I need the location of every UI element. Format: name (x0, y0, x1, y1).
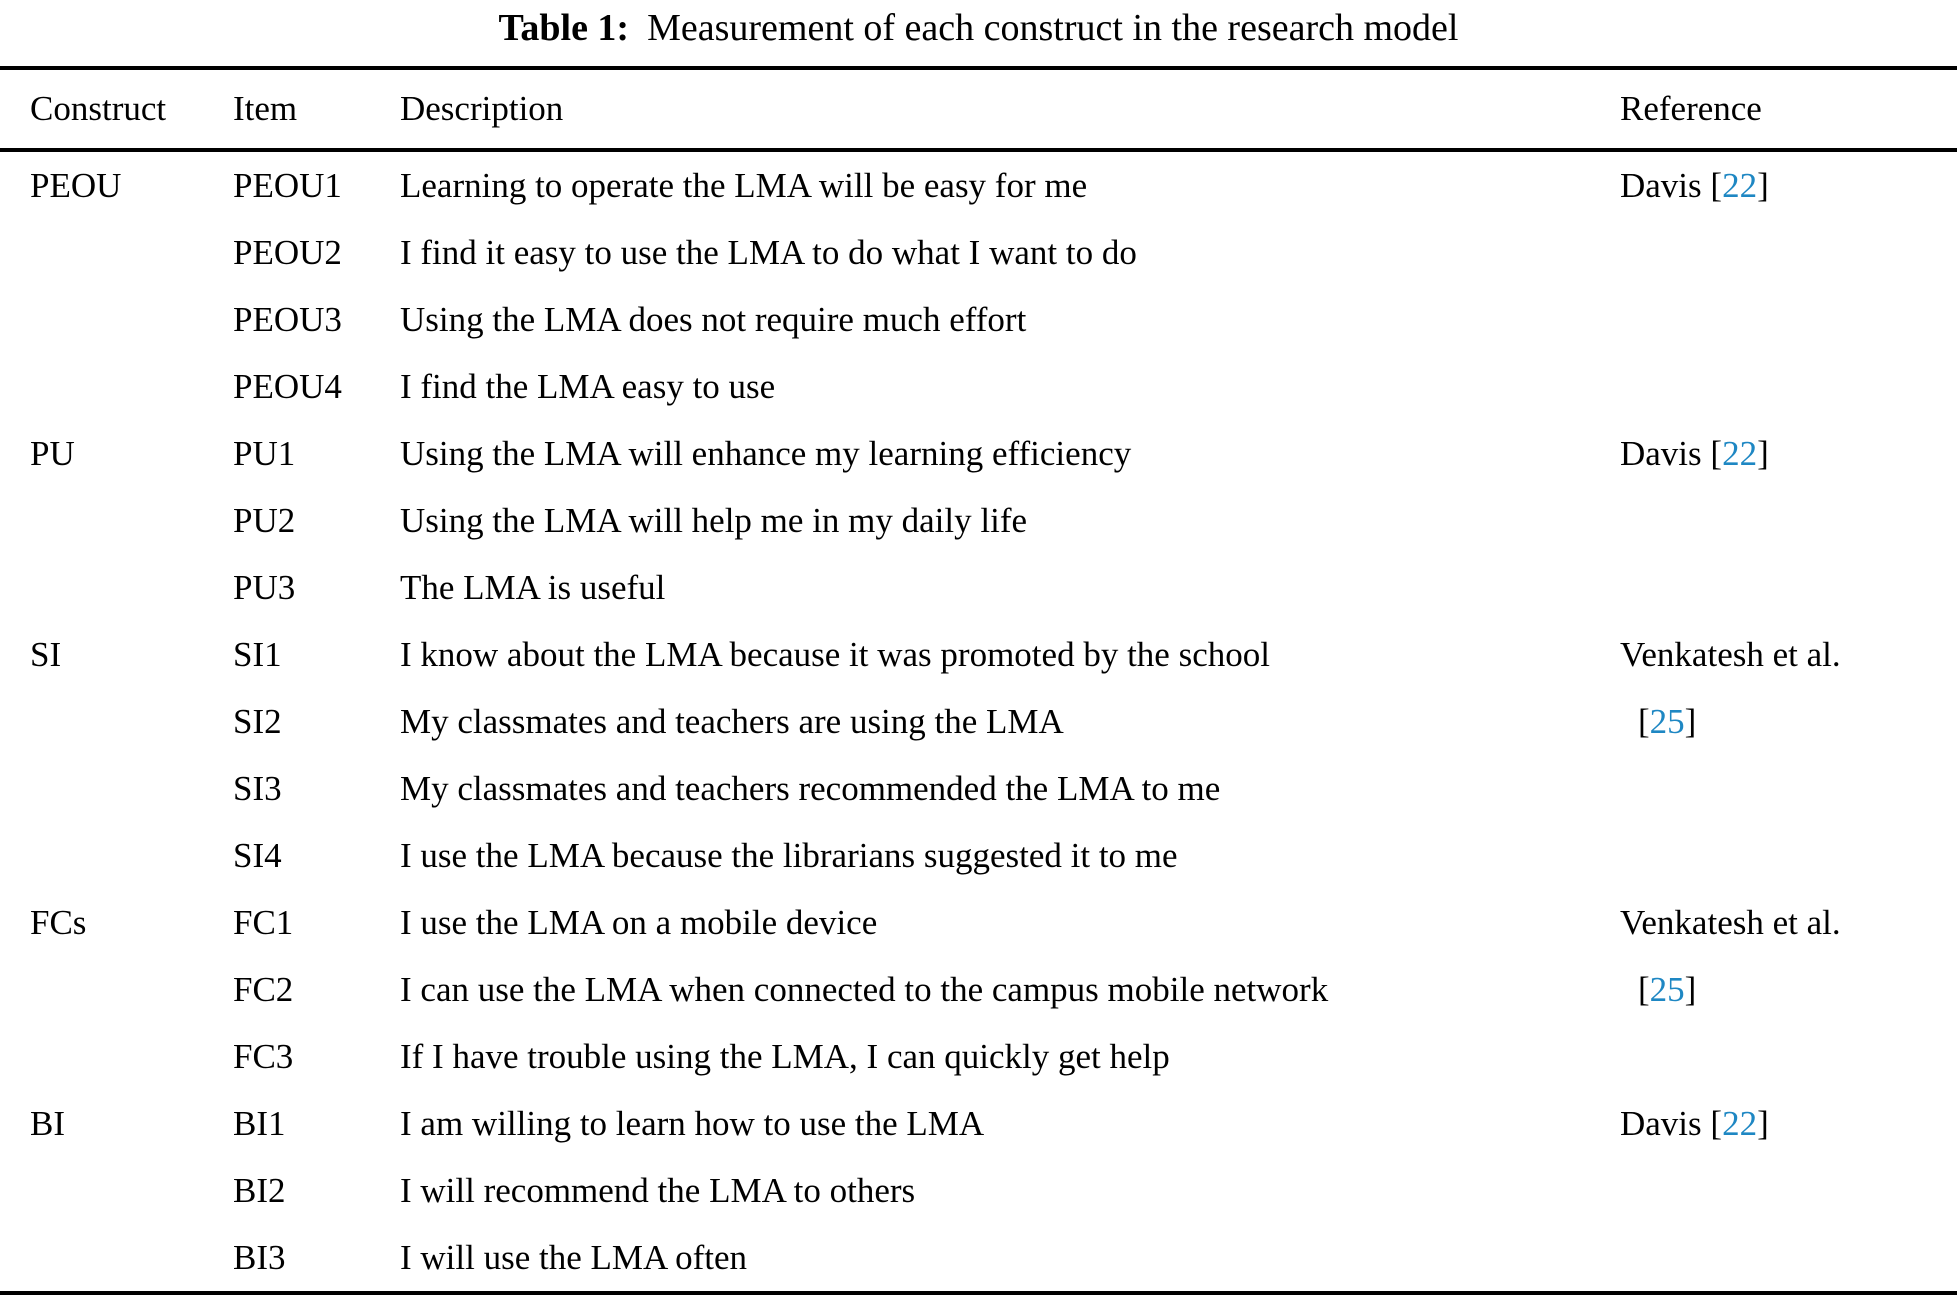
item-cell: PU1 (233, 434, 296, 473)
reference-cell: Venkatesh et al. [25] (1620, 621, 1957, 889)
item-cell: PU3 (233, 568, 296, 607)
citation-link[interactable]: 25 (1649, 970, 1685, 1009)
item-cell: PEOU4 (233, 367, 342, 406)
description-cell: I find the LMA easy to use (400, 367, 776, 406)
reference-cell: Davis [22] (1620, 1090, 1957, 1293)
header-item: Item (233, 68, 400, 152)
table-row: BI3 I will use the LMA often (0, 1224, 1957, 1293)
item-cell: BI3 (233, 1238, 286, 1277)
item-cell: SI3 (233, 769, 282, 808)
table-row: PU2 Using the LMA will help me in my dail… (0, 487, 1957, 554)
table-row: BI BI1 I am willing to learn how to use th… (0, 1090, 1957, 1157)
table-row: PEOU2 I find it easy to use the LMA to do… (0, 219, 1957, 286)
description-cell: The LMA is useful (400, 568, 666, 607)
reference-author: Venkatesh et al. (1620, 635, 1841, 674)
description-cell: Using the LMA will enhance my learning e… (400, 434, 1132, 473)
item-cell: BI2 (233, 1171, 286, 1210)
description-cell: Using the LMA does not require much effo… (400, 300, 1027, 339)
table-row: SI2 My classmates and teachers are using … (0, 688, 1957, 755)
reference-cell: Davis [22] (1620, 420, 1957, 621)
construct-cell: FCs (30, 903, 87, 942)
citation-bracket: [22] (1710, 1104, 1769, 1143)
description-cell: I use the LMA on a mobile device (400, 903, 878, 942)
description-cell: I can use the LMA when connected to the … (400, 970, 1329, 1009)
description-cell: I will use the LMA often (400, 1238, 748, 1277)
description-cell: I am willing to learn how to use the LMA (400, 1104, 985, 1143)
description-cell: I find it easy to use the LMA to do what… (400, 233, 1137, 272)
table-row: PEOU4 I find the LMA easy to use (0, 353, 1957, 420)
header-reference: Reference (1620, 68, 1957, 152)
construct-cell: SI (30, 635, 62, 674)
table-row: SI3 My classmates and teachers recommende… (0, 755, 1957, 822)
item-cell: SI2 (233, 702, 282, 741)
table-row: FCs FC1 I use the LMA on a mobile device Ve… (0, 889, 1957, 1009)
description-cell: My classmates and teachers are using the… (400, 702, 1064, 741)
table-caption: Table 1: Measurement of each construct in… (0, 0, 1957, 51)
item-cell: FC2 (233, 970, 294, 1009)
table-row: PEOU PEOU1 Learning to operate the LMA wil… (0, 150, 1957, 219)
citation-link[interactable]: 22 (1722, 1104, 1758, 1143)
construct-cell: PEOU (30, 166, 122, 205)
table-row: PU PU1 Using the LMA will enhance my learn… (0, 420, 1957, 487)
item-cell: SI4 (233, 836, 282, 875)
reference-author: Davis (1620, 1104, 1711, 1143)
construct-cell: BI (30, 1104, 65, 1143)
description-cell: If I have trouble using the LMA, I can q… (400, 1037, 1170, 1076)
construct-cell: PU (30, 434, 75, 473)
citation-link[interactable]: 25 (1649, 702, 1685, 741)
header-construct: Construct (0, 68, 233, 152)
table-row: SI4 I use the LMA because the librarians … (0, 822, 1957, 889)
description-cell: I will recommend the LMA to others (400, 1171, 916, 1210)
item-cell: FC3 (233, 1037, 294, 1076)
citation-bracket: [25] (1638, 702, 1697, 741)
measurement-table: Construct Item Description Reference PEO… (0, 66, 1957, 1295)
item-cell: PEOU3 (233, 300, 342, 339)
citation-bracket: [25] (1638, 970, 1697, 1009)
description-cell: I know about the LMA because it was prom… (400, 635, 1270, 674)
header-row: Construct Item Description Reference (0, 68, 1957, 152)
reference-author: Venkatesh et al. (1620, 903, 1841, 942)
table-row: PU3 The LMA is useful (0, 554, 1957, 621)
table-caption-label: Table 1: (498, 7, 630, 49)
reference-cell: Venkatesh et al. [25] (1620, 889, 1957, 1090)
table-row: BI2 I will recommend the LMA to others (0, 1157, 1957, 1224)
description-cell: Using the LMA will help me in my daily l… (400, 501, 1028, 540)
description-cell: My classmates and teachers recommended t… (400, 769, 1221, 808)
reference-author: Davis (1620, 166, 1711, 205)
item-cell: PU2 (233, 501, 296, 540)
item-cell: PEOU2 (233, 233, 342, 272)
item-cell: SI1 (233, 635, 282, 674)
description-cell: I use the LMA because the librarians sug… (400, 836, 1178, 875)
reference-cell: Davis [22] (1620, 150, 1957, 420)
citation-bracket: [22] (1710, 434, 1769, 473)
table-caption-text: Measurement of each construct in the res… (647, 7, 1459, 49)
citation-link[interactable]: 22 (1722, 166, 1758, 205)
item-cell: PEOU1 (233, 166, 342, 205)
citation-link[interactable]: 22 (1722, 434, 1758, 473)
item-cell: FC1 (233, 903, 294, 942)
reference-author: Davis (1620, 434, 1711, 473)
table-row: FC3 If I have trouble using the LMA, I ca… (0, 1023, 1957, 1090)
table-row: SI SI1 I know about the LMA because it was… (0, 621, 1957, 741)
table-row: FC2 I can use the LMA when connected to t… (0, 956, 1957, 1023)
table-body: PEOU PEOU1 Learning to operate the LMA wil… (0, 150, 1957, 1293)
description-cell: Learning to operate the LMA will be easy… (400, 166, 1088, 205)
header-description: Description (400, 68, 1620, 152)
table-row: PEOU3 Using the LMA does not require much… (0, 286, 1957, 353)
citation-bracket: [22] (1710, 166, 1769, 205)
item-cell: BI1 (233, 1104, 286, 1143)
